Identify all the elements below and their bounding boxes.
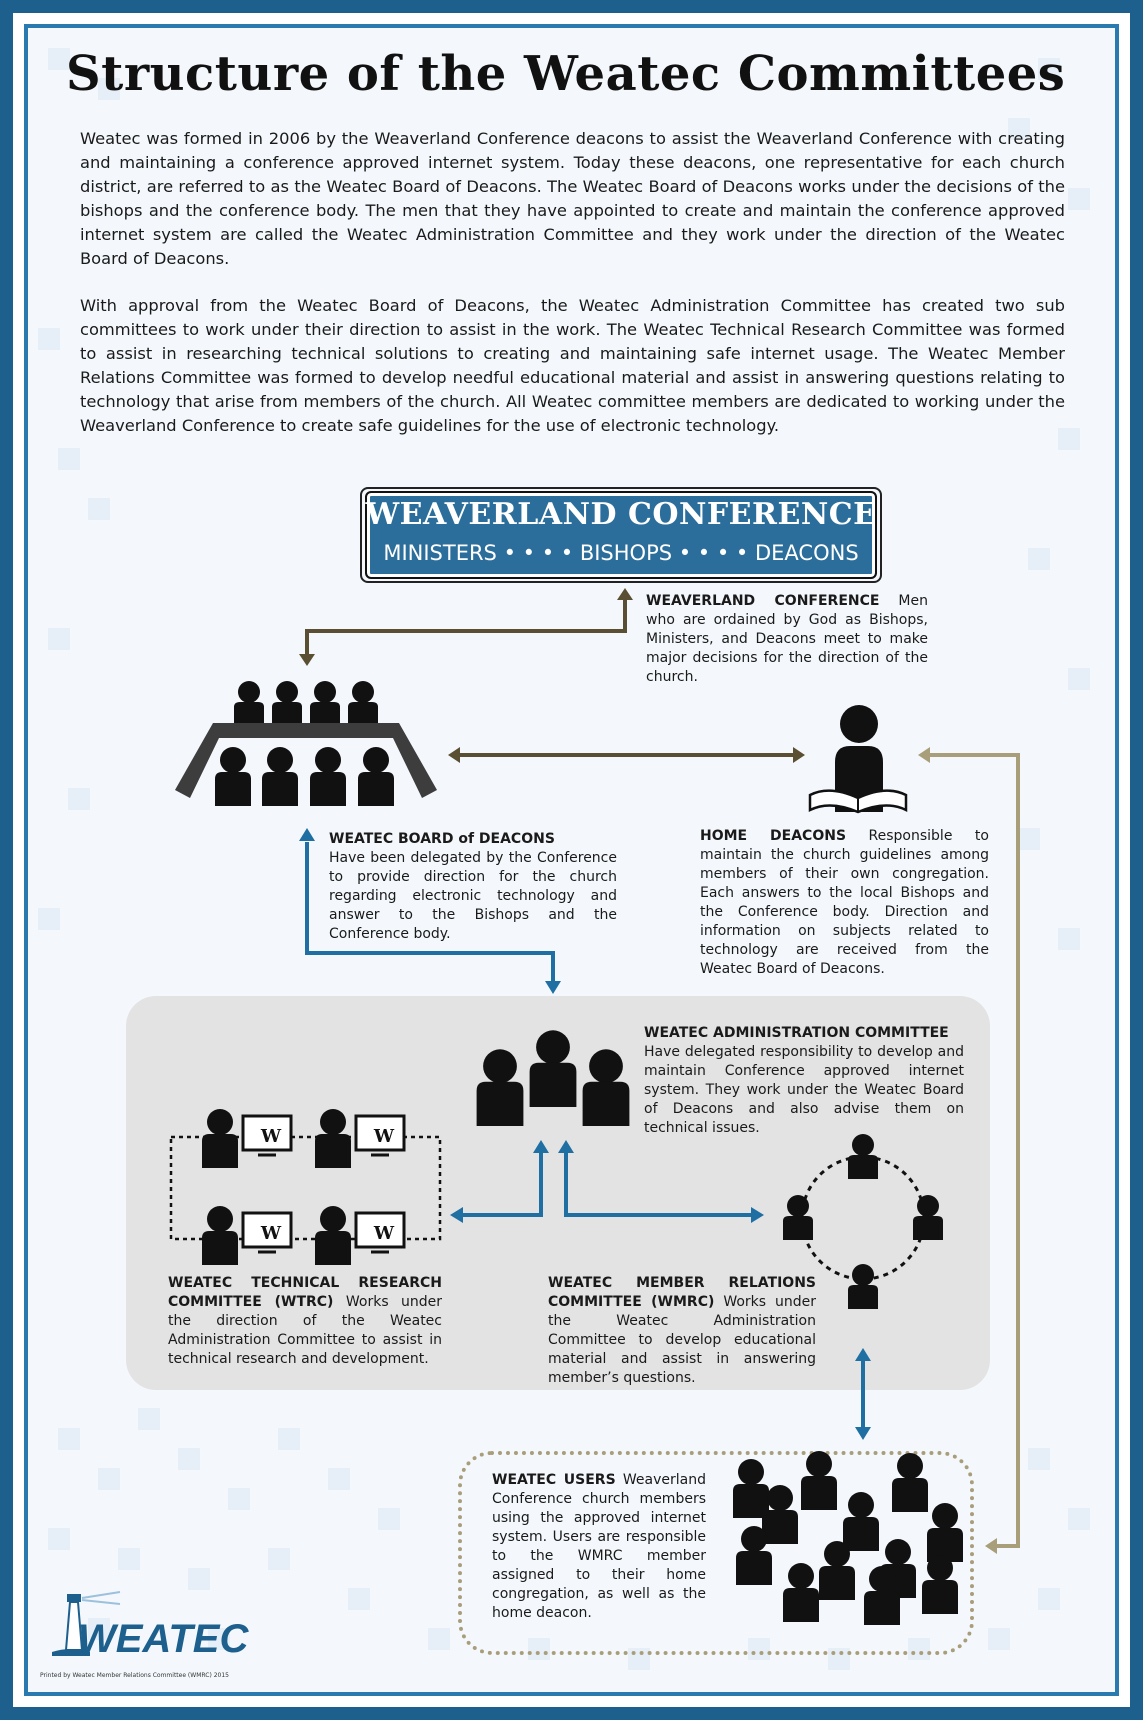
home-deacon-icon <box>808 705 908 814</box>
arrowhead <box>918 747 930 763</box>
arrow-admin-wtrc <box>462 1152 543 1217</box>
wtrc-heading: WEATEC TECHNICAL RESEARCH COMMITTEE (WTR… <box>168 1275 442 1310</box>
wmrc-heading: WEATEC MEMBER RELATIONS COMMITTEE (WMRC) <box>548 1275 816 1310</box>
users-heading: WEATEC USERS <box>492 1472 616 1488</box>
arrowhead <box>448 747 460 763</box>
admin-heading: WEATEC ADMINISTRATION COMMITTEE <box>644 1025 949 1041</box>
board-description: WEATEC BOARD of DEACONS Have been delega… <box>329 830 617 944</box>
wmrc-text: Works under the Weatec Administration Co… <box>548 1294 816 1386</box>
conference-banner-title: WEAVERLAND CONFERENCE <box>365 497 877 532</box>
lighthouse-icon <box>52 1591 121 1656</box>
users-crowd-icon <box>733 1451 963 1625</box>
arrow-board-conference <box>305 598 627 656</box>
admin-committee-icon <box>476 1030 630 1126</box>
monitor-w-label: W <box>260 1126 282 1147</box>
arrowhead <box>299 654 315 666</box>
background-tiles <box>38 48 1090 1670</box>
home-deacons-description: HOME DEACONS Responsible to maintain the… <box>700 827 989 979</box>
board-of-deacons-icon <box>175 681 437 806</box>
conference-banner-outline <box>360 487 882 583</box>
page-title: Structure of the Weatec Committees <box>66 46 1066 102</box>
arrowhead <box>617 588 633 600</box>
footer-credit: Printed by Weatec Member Relations Commi… <box>40 1672 229 1679</box>
conference-banner-subtitle: MINISTERS • • • • BISHOPS • • • • DEACON… <box>383 541 859 565</box>
home-deacons-heading: HOME DEACONS <box>700 828 847 844</box>
wtrc-description: WEATEC TECHNICAL RESEARCH COMMITTEE (WTR… <box>168 1274 442 1369</box>
conference-banner <box>365 491 877 579</box>
admin-description: WEATEC ADMINISTRATION COMMITTEE Have del… <box>644 1024 964 1138</box>
arrowhead <box>855 1427 871 1440</box>
arrowhead <box>545 981 561 994</box>
monitor-w-label: W <box>260 1223 282 1244</box>
arrowhead <box>751 1207 764 1223</box>
wtrc-icon: W W W W <box>169 1109 442 1265</box>
wtrc-text: Works under the direction of the Weatec … <box>168 1294 443 1367</box>
users-text: Weaverland Conference church members usi… <box>492 1472 706 1621</box>
home-deacons-text: Responsible to maintain the church guide… <box>700 828 989 977</box>
users-box <box>458 1451 974 1655</box>
board-text: Have been delegated by the Conference to… <box>329 850 617 942</box>
conference-description: WEAVERLAND CONFERENCE Men who are ordain… <box>646 592 928 687</box>
arrowhead <box>855 1348 871 1361</box>
page-border <box>24 24 1119 1696</box>
monitor-w-label: W <box>373 1223 395 1244</box>
arrowhead <box>533 1140 549 1153</box>
conference-text: Men who are ordained by God as Bishops, … <box>646 593 928 685</box>
monitor-w-label: W <box>373 1126 395 1147</box>
weatec-logo-text: WEATEC <box>78 1617 249 1661</box>
arrowhead <box>558 1140 574 1153</box>
intro-paragraph: With approval from the Weatec Board of D… <box>80 296 1065 435</box>
arrow-admin-wmrc <box>564 1152 752 1217</box>
board-heading: WEATEC BOARD of DEACONS <box>329 831 555 847</box>
arrowhead <box>985 1538 997 1554</box>
arrowhead <box>450 1207 463 1223</box>
wmrc-description: WEATEC MEMBER RELATIONS COMMITTEE (WMRC)… <box>548 1274 816 1388</box>
arrow-home-deacons-users <box>930 753 1020 1548</box>
admin-text: Have delegated responsibility to develop… <box>644 1044 964 1136</box>
arrow-board-admin <box>305 842 555 982</box>
wmrc-icon <box>783 1134 943 1309</box>
intro-paragraph: Weatec was formed in 2006 by the Weaverl… <box>80 129 1065 268</box>
conference-heading: WEAVERLAND CONFERENCE <box>646 593 880 609</box>
users-description: WEATEC USERS Weaverland Conference churc… <box>492 1471 706 1623</box>
arrowhead <box>793 747 805 763</box>
arrowhead <box>299 828 315 841</box>
